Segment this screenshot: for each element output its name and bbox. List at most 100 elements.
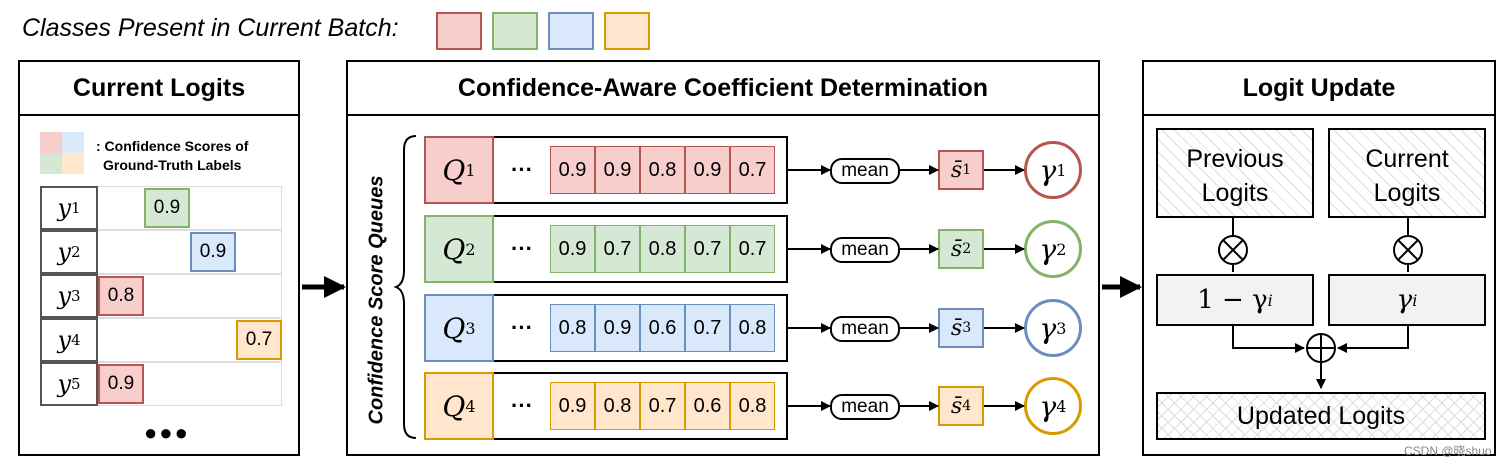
- previous-logits-line1: Previous: [1186, 145, 1284, 173]
- queue-ellipsis: ···: [511, 236, 533, 261]
- mean-score-subscript: 1: [962, 162, 972, 178]
- confidence-legend-line2: Ground-Truth Labels: [103, 157, 242, 173]
- confidence-score-cell: 0.9: [144, 188, 190, 228]
- queue-score-cell: 0.9: [550, 146, 595, 194]
- current-logits-line1: Current: [1365, 145, 1449, 173]
- current-logits-line2: Logits: [1373, 179, 1441, 207]
- right-to-plus: [1337, 326, 1409, 353]
- logit-row-grid: [98, 274, 282, 318]
- previous-logits-box: Previous Logits: [1156, 128, 1314, 218]
- label-subscript: 3: [71, 287, 81, 305]
- legend-swatch-orange: [604, 12, 650, 50]
- queue-score-cell: 0.9: [685, 146, 730, 194]
- gamma-i-sub: i: [1412, 290, 1418, 310]
- mean-operator: mean: [830, 316, 900, 342]
- queue-symbol: Q: [442, 311, 466, 345]
- mean-score-symbol: s̄: [950, 315, 963, 341]
- mean-score-box: s̄2: [938, 229, 984, 269]
- queue-score-cell: 0.6: [685, 382, 730, 430]
- queue-score-cell: 0.7: [685, 225, 730, 273]
- queue-score-cell: 0.6: [640, 304, 685, 352]
- current-logits-box: Current Logits: [1328, 128, 1486, 218]
- queue-ellipsis: ···: [511, 315, 533, 340]
- gamma-subscript: 1: [1056, 160, 1067, 180]
- queue-brace: [393, 135, 417, 439]
- queue-score-cell: 0.9: [550, 382, 595, 430]
- confidence-legend-text: : Confidence Scores of Ground-Truth Labe…: [96, 137, 248, 175]
- previous-logits-line2: Logits: [1201, 179, 1269, 207]
- coefficient-panel-title: Confidence-Aware Coefficient Determinati…: [348, 62, 1098, 116]
- label-subscript: 2: [71, 243, 81, 261]
- queue-score-cell: 0.9: [595, 304, 640, 352]
- mean-score-symbol: s̄: [950, 236, 963, 262]
- watermark: CSDN @晓shuo: [1404, 444, 1492, 458]
- logit-update-title: Logit Update: [1144, 62, 1494, 116]
- label-symbol: y: [57, 194, 71, 222]
- queue-score-cell: 0.7: [640, 382, 685, 430]
- label-subscript: 4: [71, 331, 81, 349]
- mean-score-symbol: s̄: [950, 157, 963, 183]
- label-symbol: y: [57, 238, 71, 266]
- queue-score-cell: 0.9: [595, 146, 640, 194]
- queue-score-cell: 0.8: [550, 304, 595, 352]
- queue-score-cell: 0.7: [730, 225, 775, 273]
- confidence-legend-swatch: [40, 132, 84, 174]
- queue-score-cell: 0.8: [730, 304, 775, 352]
- one-minus-gamma-text: 1 − γ: [1197, 285, 1268, 315]
- confidence-score-cell: 0.8: [98, 276, 144, 316]
- coefficient-panel: Confidence-Aware Coefficient Determinati…: [346, 60, 1100, 456]
- more-rows-dots: ●●●: [144, 420, 190, 445]
- queue-symbol: Q: [442, 389, 466, 423]
- queue-score-cell: 0.8: [640, 146, 685, 194]
- queue-arrows: [788, 165, 1025, 411]
- queue-symbol: Q: [442, 232, 466, 266]
- queue-score-cell: 0.8: [730, 382, 775, 430]
- mean-operator: mean: [830, 237, 900, 263]
- label-symbol: y: [57, 326, 71, 354]
- label-subscript: 1: [71, 199, 81, 217]
- gamma-symbol: γ: [1039, 153, 1057, 187]
- confidence-score-cell: 0.9: [98, 364, 144, 404]
- label-symbol: y: [57, 282, 71, 310]
- mean-operator: mean: [830, 394, 900, 420]
- mean-score-box: s̄3: [938, 308, 984, 348]
- left-to-plus: [1232, 326, 1305, 353]
- queue-subscript: 1: [465, 160, 476, 180]
- queue-ellipsis: ···: [511, 157, 533, 182]
- current-logits-title: Current Logits: [20, 62, 298, 116]
- mean-score-subscript: 4: [962, 398, 972, 414]
- confidence-score-cell: 0.7: [236, 320, 282, 360]
- gamma-subscript: 4: [1056, 396, 1067, 416]
- queue-ellipsis: ···: [511, 393, 533, 418]
- label-symbol: y: [57, 370, 71, 398]
- gamma-i-text: γ: [1396, 285, 1413, 315]
- queue-subscript: 2: [465, 239, 476, 259]
- queue-score-cell: 0.9: [550, 225, 595, 273]
- queue-score-cell: 0.8: [595, 382, 640, 430]
- confidence-legend-line1: : Confidence Scores of: [96, 138, 249, 154]
- queue-score-cell: 0.7: [730, 146, 775, 194]
- mean-score-symbol: s̄: [950, 393, 963, 419]
- label-subscript: 5: [71, 375, 81, 393]
- queue-score-cell: 0.7: [685, 304, 730, 352]
- logit-update-panel: Logit Update Previous Logits Current Log…: [1142, 60, 1496, 456]
- mean-score-subscript: 2: [962, 241, 972, 257]
- queue-symbol: Q: [442, 153, 466, 187]
- one-minus-gamma-sub: i: [1267, 290, 1273, 310]
- logit-row-grid: [98, 230, 282, 274]
- queue-score-cell: 0.7: [595, 225, 640, 273]
